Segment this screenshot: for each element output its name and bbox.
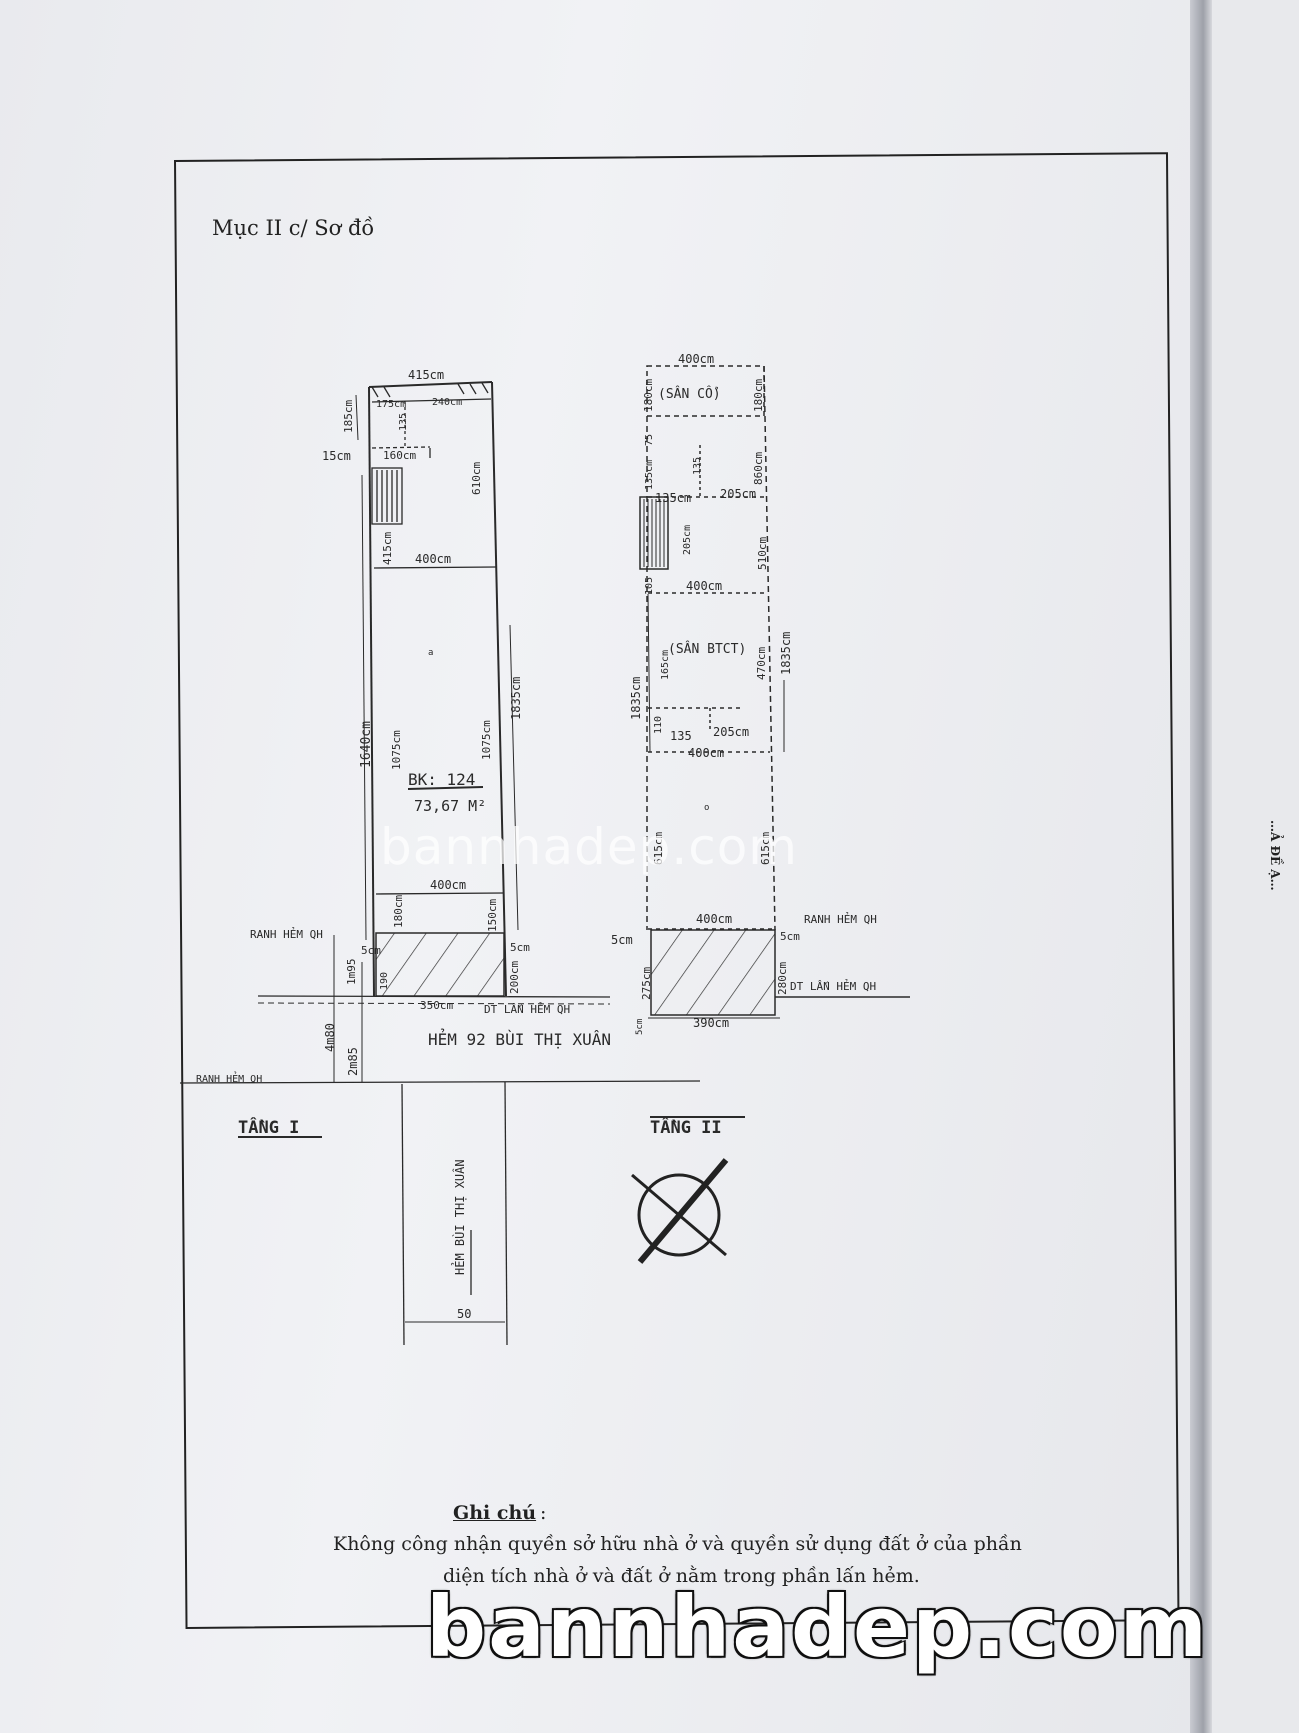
f1-dot-label: a: [428, 648, 433, 658]
f2-ranh-hem: RANH HẺM QH: [804, 912, 877, 926]
watermark-large: bannhadep.com: [426, 1578, 1210, 1676]
adjacent-page-text: …Ả ĐỀ Ạ…: [1268, 820, 1282, 891]
f2-width-400-b: 400cm: [688, 746, 724, 760]
f1-seg-135: 135: [398, 413, 409, 431]
f2-right-180: 180cm: [752, 379, 765, 412]
f1-left-185: 185cm: [342, 400, 355, 433]
f2-right-510: 510cm: [756, 537, 769, 570]
floor2-plan: [639, 365, 910, 1118]
adjacent-page: [1212, 0, 1299, 1733]
f2-seg-205: 205cm: [720, 487, 756, 501]
f1-left-180: 180cm: [392, 895, 405, 928]
f2-right-5cm: 5cm: [780, 930, 800, 943]
f2-left-105: 105: [644, 577, 655, 595]
f2-mid-135: 135: [692, 457, 703, 475]
f1-left-5cm: 5cm: [361, 944, 381, 957]
f1-low-width-400: 400cm: [430, 878, 466, 892]
f1-ranh-hem: RANH HẺM QH: [250, 927, 323, 941]
side-street-width: 50: [457, 1307, 471, 1321]
f1-dt-lan-hem: DT LẤN HẺM QH: [484, 1002, 570, 1016]
f1-left-15: 15cm: [322, 449, 351, 463]
floor1-plan: [179, 381, 701, 1346]
floor1-labels: 415cm 175cm 240cm 135 160cm 185cm 15cm 6…: [196, 368, 611, 1321]
f1-right-610: 610cm: [470, 462, 483, 495]
f2-left-275: 275cm: [640, 967, 653, 1000]
f1-dim-480: 4m80: [323, 1023, 337, 1052]
f2-left-75: 75: [644, 434, 655, 446]
f1-right-200: 200cm: [508, 961, 521, 994]
document-page: [0, 0, 1200, 1733]
f2-floor-label: TẦNG II: [650, 1116, 722, 1138]
f2-width-400-c: 400cm: [696, 912, 732, 926]
f2-seg-205b: 205cm: [713, 725, 749, 739]
f1-seg-175: 175cm: [376, 399, 406, 410]
f1-dim-285: 2m85: [346, 1047, 360, 1076]
f2-width-400-a: 400cm: [686, 579, 722, 593]
f2-right-1835: 1835cm: [779, 632, 793, 675]
f2-right-615: 615cm: [759, 832, 772, 865]
f2-seg-135: 135cm: [655, 491, 691, 505]
f2-seg-135b: 135: [670, 729, 692, 743]
f2-right-860: 860cm: [752, 452, 765, 485]
f1-right-1075: 1075cm: [480, 720, 493, 760]
f2-mid-165: 165cm: [660, 650, 671, 680]
f1-floor-label: TẦNG I: [238, 1116, 299, 1138]
f1-left-1640: 1640cm: [359, 721, 374, 768]
f2-mid-205: 205cm: [682, 525, 693, 555]
watermark-small: bannhadep.com: [380, 818, 799, 876]
f1-top-width: 415cm: [408, 368, 444, 382]
section-title: Mục II c/ Sơ đồ: [212, 216, 375, 240]
f2-right-470: 470cm: [755, 647, 768, 680]
note-colon: :: [540, 1502, 547, 1524]
f1-street-name: HẺM 92 BÙI THỊ XUÂN: [428, 1028, 611, 1049]
f2-left-5-small: 5cm: [635, 1019, 645, 1035]
f2-top-width: 400cm: [678, 352, 714, 366]
f1-dim-195: 1m95: [345, 959, 358, 986]
f1-right-1835: 1835cm: [509, 677, 523, 720]
f1-right-5cm: 5cm: [510, 941, 530, 954]
f1-left-415: 415cm: [381, 532, 394, 565]
f2-bottom-390: 390cm: [693, 1016, 729, 1030]
f2-left-135: 135cm: [644, 460, 655, 490]
f2-san-co: (SÂN CỔ): [658, 386, 721, 402]
f1-bottom-350: 350cm: [420, 999, 453, 1012]
f2-left-615: 615cm: [652, 832, 665, 865]
f2-left-1835: 1835cm: [629, 677, 643, 720]
f1-right-150: 150cm: [486, 899, 499, 932]
f2-left-180: 180cm: [642, 379, 655, 412]
f1-plot-number: BK: 124: [408, 770, 475, 789]
f1-mid-width-400: 400cm: [415, 552, 451, 566]
compass-north-icon: [631, 1158, 729, 1264]
page-edge: [1190, 0, 1212, 1733]
f2-left-5cm: 5cm: [611, 933, 633, 947]
f2-left-110: 110: [653, 716, 664, 734]
f1-area: 73,67 M²: [414, 797, 486, 815]
f2-dt-lan-hem: DT LẤN HẺM QH: [790, 979, 876, 993]
f1-seg-240: 240cm: [432, 397, 462, 408]
f1-seg-160: 160cm: [383, 449, 416, 462]
f2-san-bt: (SÂN BTCT): [668, 641, 746, 657]
floor2-labels: 400cm (SÂN CỔ) 180cm 180cm 75 135cm 135 …: [611, 352, 877, 1138]
note-title: Ghi chú: [453, 1502, 537, 1524]
side-street-name: HẺM BÙI THỊ XUÂN: [451, 1159, 467, 1275]
f1-left-1075: 1075cm: [390, 730, 403, 770]
f2-right-280: 280cm: [776, 962, 789, 995]
note-line-2: diện tích nhà ở và đất ở nằm trong phần …: [443, 1565, 920, 1587]
f2-dot-label: o: [704, 803, 709, 813]
f1-ranh-hem-bottom: RANH HẺM QH: [196, 1071, 262, 1085]
f1-dim-190: 190: [379, 972, 390, 990]
note-line-1: Không công nhận quyền sở hữu nhà ở và qu…: [333, 1533, 1022, 1555]
